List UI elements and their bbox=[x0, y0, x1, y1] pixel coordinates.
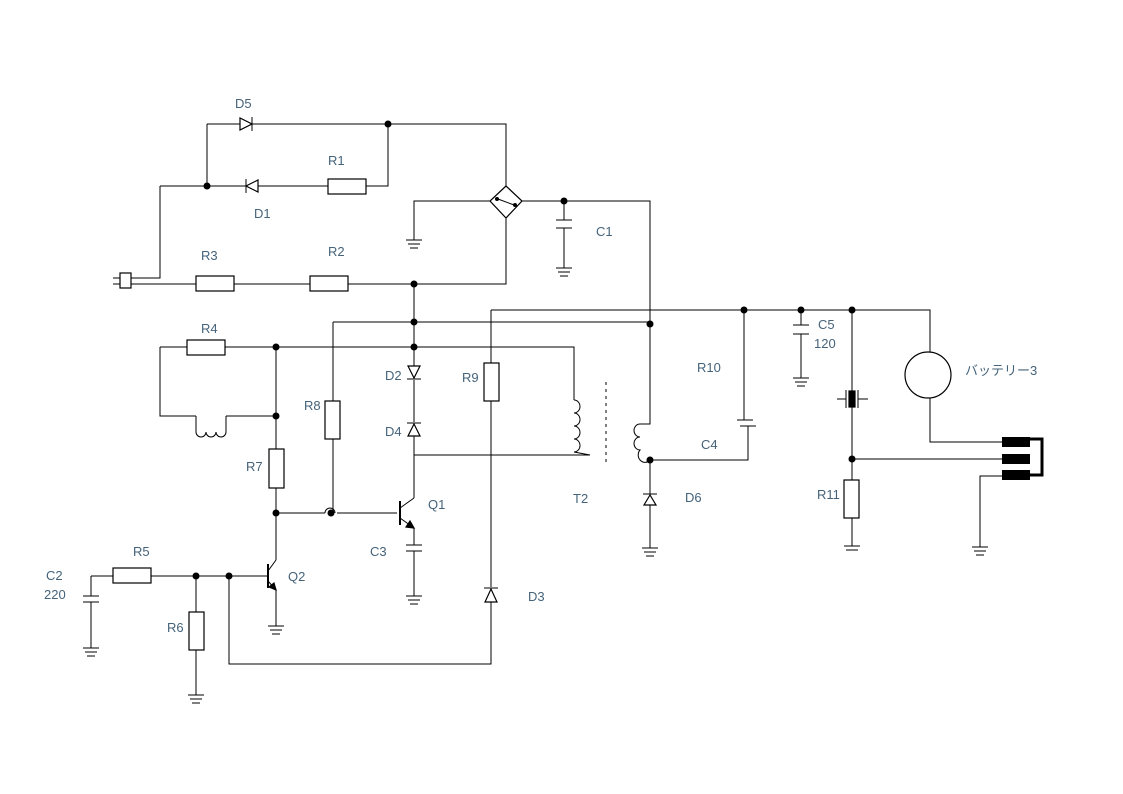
transistor-q1 bbox=[399, 497, 416, 529]
resistor-r2 bbox=[309, 275, 349, 292]
transistor-q2 bbox=[267, 559, 277, 592]
label-r2: R2 bbox=[328, 244, 345, 259]
resistor-r7 bbox=[268, 448, 285, 489]
ground-icons bbox=[83, 239, 988, 704]
label-r1: R1 bbox=[328, 153, 345, 168]
label-d3: D3 bbox=[528, 589, 545, 604]
label-c5-value: 120 bbox=[814, 336, 836, 351]
label-d1: D1 bbox=[254, 206, 271, 221]
label-r3: R3 bbox=[201, 248, 218, 263]
capacitor-c2 bbox=[83, 595, 99, 603]
label-r10: R10 bbox=[697, 360, 721, 375]
bridge-rectifier bbox=[489, 185, 523, 219]
label-c4: C4 bbox=[701, 437, 718, 452]
label-r5: R5 bbox=[133, 544, 150, 559]
label-d6: D6 bbox=[685, 490, 702, 505]
inductor-coil bbox=[195, 416, 227, 438]
resistor-r4 bbox=[186, 339, 226, 356]
diode-d1 bbox=[244, 179, 259, 193]
label-d5: D5 bbox=[235, 96, 252, 111]
transformer-t2 bbox=[573, 382, 651, 463]
capacitor-c1 bbox=[556, 219, 572, 229]
diode-d3 bbox=[484, 587, 498, 603]
resistor-r3 bbox=[195, 275, 235, 292]
resistor-r6 bbox=[188, 611, 205, 651]
wire-hop bbox=[324, 507, 336, 514]
label-q2: Q2 bbox=[288, 569, 305, 584]
label-d4: D4 bbox=[385, 424, 402, 439]
capacitor-c5 bbox=[793, 324, 809, 335]
label-t2: T2 bbox=[573, 491, 588, 506]
label-d2: D2 bbox=[385, 368, 402, 383]
label-r8: R8 bbox=[304, 398, 321, 413]
capacitor-c3 bbox=[406, 544, 422, 552]
resistor-r8 bbox=[324, 400, 341, 440]
diode-d4 bbox=[407, 422, 421, 437]
resistor-r1 bbox=[327, 178, 367, 195]
label-c3: C3 bbox=[370, 544, 387, 559]
wires bbox=[90, 123, 1002, 695]
label-r11: R11 bbox=[817, 487, 840, 502]
label-r9: R9 bbox=[462, 370, 479, 385]
crystal-component bbox=[837, 390, 868, 408]
resistor-r5 bbox=[112, 567, 152, 584]
label-r4: R4 bbox=[201, 321, 218, 336]
diode-d6 bbox=[642, 493, 658, 506]
label-c5: C5 bbox=[818, 317, 835, 332]
resistor-r9 bbox=[483, 362, 500, 402]
output-connector bbox=[1002, 437, 1044, 480]
power-plug-icon bbox=[113, 272, 132, 289]
resistor-r11 bbox=[843, 479, 860, 519]
label-battery: バッテリー3 bbox=[965, 363, 1037, 378]
diode-d2 bbox=[407, 365, 421, 380]
diode-d5 bbox=[239, 117, 254, 131]
component-labels: D5 R1 D1 C1 R3 R2 R4 C5 120 R10 バッテリー3 D… bbox=[44, 96, 1037, 635]
junction-dots bbox=[192, 120, 856, 580]
label-c1: C1 bbox=[596, 224, 613, 239]
label-r7: R7 bbox=[246, 459, 263, 474]
battery-3-symbol bbox=[904, 351, 952, 399]
capacitor-c4 bbox=[737, 419, 756, 427]
label-r6: R6 bbox=[167, 620, 184, 635]
label-c2-value: 220 bbox=[44, 587, 66, 602]
label-c2: C2 bbox=[46, 568, 63, 583]
label-q1: Q1 bbox=[428, 497, 445, 512]
